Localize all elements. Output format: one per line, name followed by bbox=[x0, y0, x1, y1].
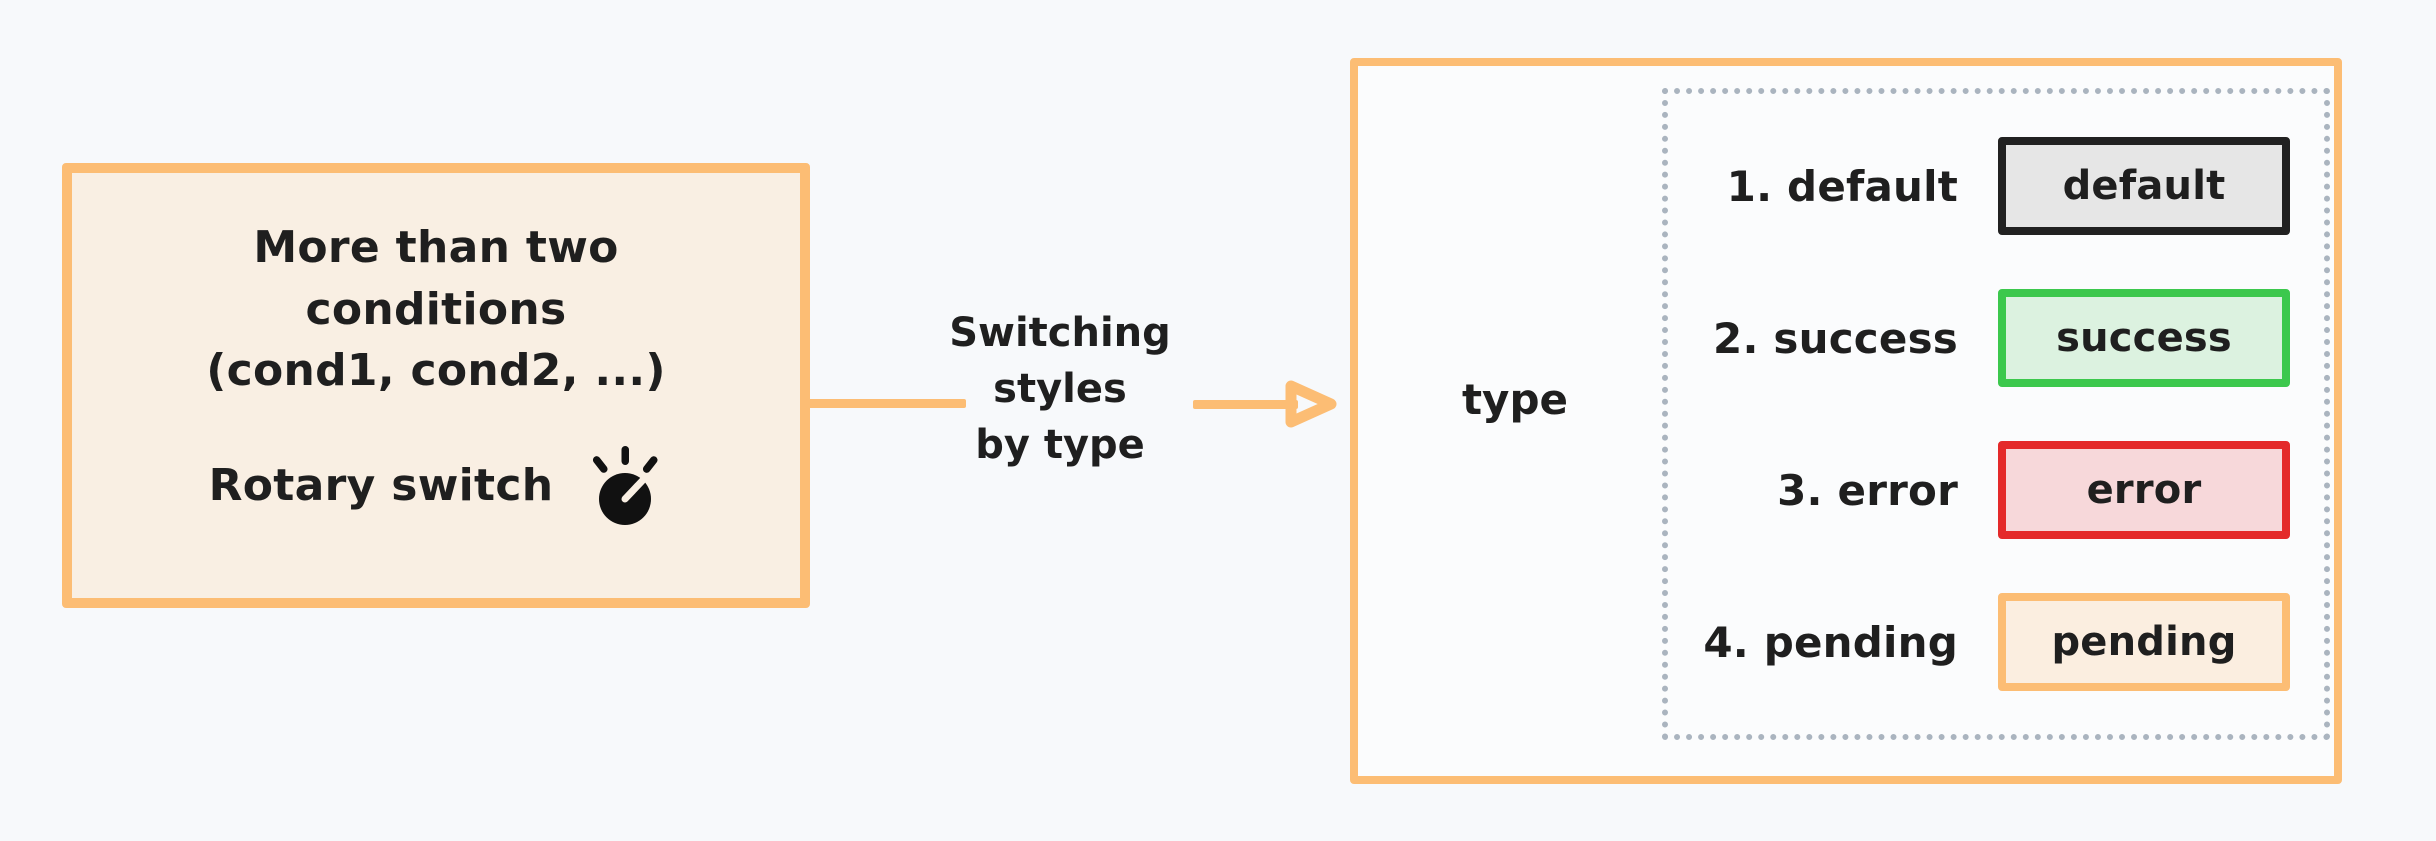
variant-label: 3. error bbox=[1777, 465, 1958, 515]
list-item: 1. default default bbox=[1680, 127, 2314, 245]
connector-line bbox=[806, 399, 966, 408]
variants-list: 1. default default 2. success success 3.… bbox=[1680, 104, 2314, 724]
rotary-switch-label: Rotary switch bbox=[208, 460, 554, 512]
list-item: 4. pending pending bbox=[1680, 583, 2314, 701]
condition-card-title: More than two conditions (cond1, cond2, … bbox=[206, 222, 666, 397]
list-item: 3. error error bbox=[1680, 431, 2314, 549]
variant-label: 1. default bbox=[1726, 161, 1958, 211]
status-badge: error bbox=[1998, 441, 2290, 539]
type-panel-label: type bbox=[1461, 375, 1568, 424]
rotary-switch-row: Rotary switch bbox=[72, 445, 800, 526]
arrow-right-icon bbox=[1193, 380, 1337, 428]
variant-label: 4. pending bbox=[1703, 617, 1958, 667]
status-badge: pending bbox=[1998, 593, 2290, 691]
variant-label: 2. success bbox=[1713, 313, 1958, 363]
status-badge: success bbox=[1998, 289, 2290, 387]
variants-dotted-container bbox=[1662, 88, 2330, 740]
condition-card: More than two conditions (cond1, cond2, … bbox=[62, 163, 810, 608]
connector-label: Switching styles by type bbox=[949, 310, 1171, 468]
status-badge: default bbox=[1998, 137, 2290, 235]
rotary-switch-icon bbox=[593, 445, 658, 525]
list-item: 2. success success bbox=[1680, 279, 2314, 397]
